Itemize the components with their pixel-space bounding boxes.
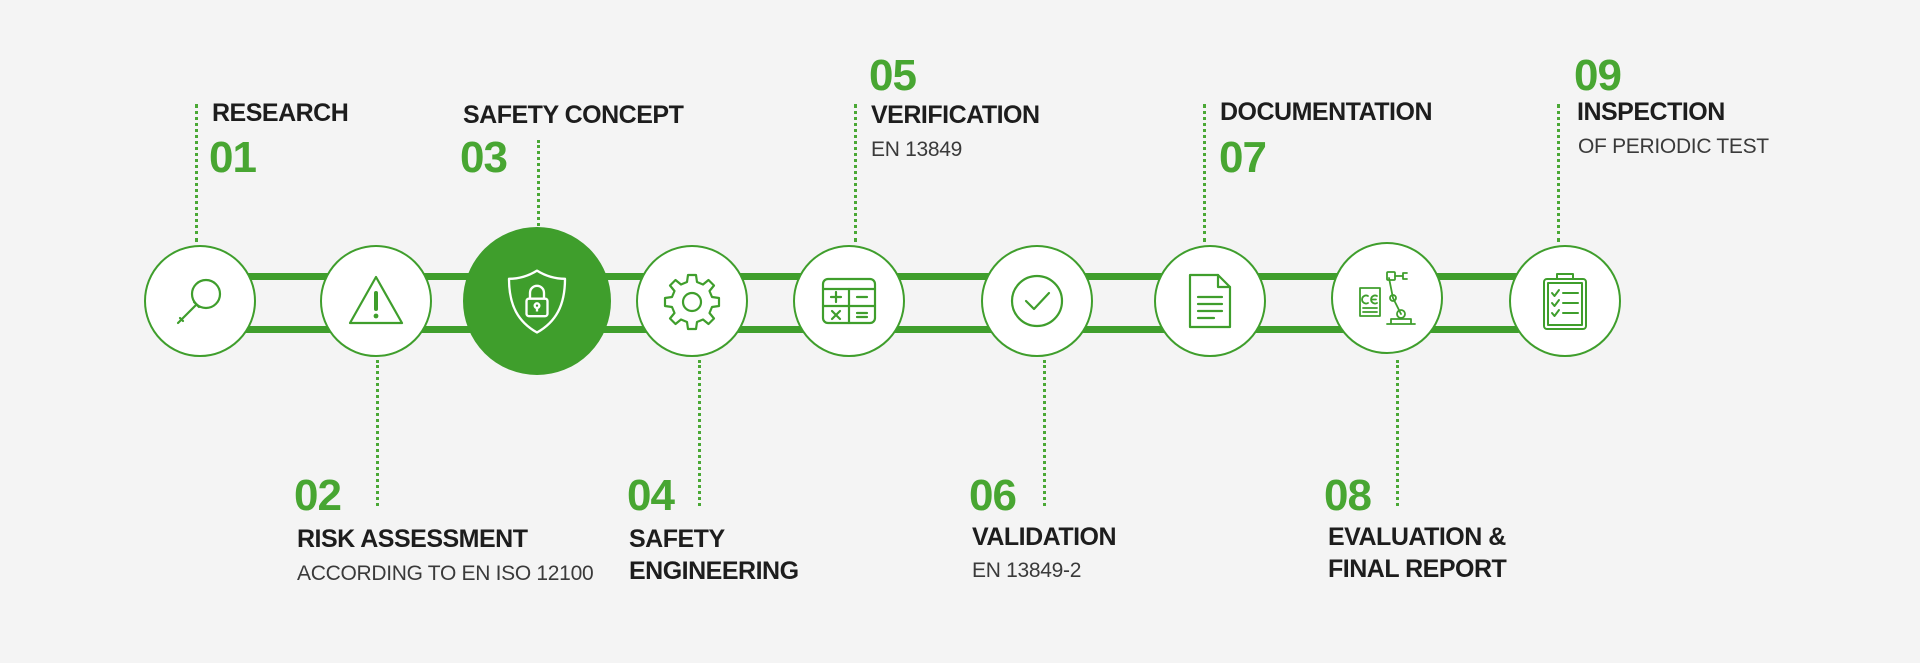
step-07-number: 07 <box>1219 133 1267 182</box>
step-03-number: 03 <box>460 133 508 182</box>
step-01-title: RESEARCH <box>212 99 349 127</box>
connector-02 <box>376 360 379 506</box>
step-03-title: SAFETY CONCEPT <box>463 101 684 129</box>
step-05-node <box>793 245 905 357</box>
connector-09 <box>1557 104 1560 242</box>
document-icon <box>1188 273 1232 329</box>
step-01-node <box>144 245 256 357</box>
step-07-title: DOCUMENTATION <box>1220 98 1433 126</box>
clipboard-checklist-icon <box>1543 273 1587 330</box>
step-08-title-line1: EVALUATION & <box>1328 523 1506 551</box>
connector-06 <box>1043 360 1046 506</box>
step-05-title: VERIFICATION <box>871 101 1040 129</box>
step-08-number: 08 <box>1324 471 1372 520</box>
step-05-subtitle: EN 13849 <box>871 138 963 161</box>
warning-icon <box>348 275 404 325</box>
step-06-subtitle: EN 13849-2 <box>972 559 1082 582</box>
step-04-title-line2: ENGINEERING <box>629 557 799 585</box>
gear-icon <box>663 273 721 331</box>
step-02-subtitle: ACCORDING TO EN ISO 12100 <box>297 562 594 585</box>
step-08-node <box>1331 242 1443 354</box>
step-04-number: 04 <box>627 471 675 520</box>
magnifier-icon <box>176 278 222 325</box>
checkmark-icon <box>1010 274 1064 328</box>
connector-03 <box>537 140 540 226</box>
step-04-title-line1: SAFETY <box>629 525 725 553</box>
step-02-node <box>320 245 432 357</box>
step-06-node <box>981 245 1093 357</box>
step-06-number: 06 <box>969 471 1017 520</box>
connector-08 <box>1396 360 1399 506</box>
connector-04 <box>698 360 701 506</box>
connector-05 <box>854 104 857 242</box>
step-06-title: VALIDATION <box>972 523 1117 551</box>
step-02-title: RISK ASSESSMENT <box>297 525 528 553</box>
step-05-number: 05 <box>869 51 917 100</box>
shield-lock-icon <box>507 269 567 334</box>
ce-robot-arm-icon <box>1359 271 1416 325</box>
connector-01 <box>195 104 198 242</box>
step-09-number: 09 <box>1574 51 1622 100</box>
calculator-icon <box>821 277 877 325</box>
step-09-subtitle: OF PERIODIC TEST <box>1578 135 1769 158</box>
step-09-title: INSPECTION <box>1577 98 1725 126</box>
connector-07 <box>1203 104 1206 242</box>
step-07-node <box>1154 245 1266 357</box>
step-01-number: 01 <box>209 133 257 182</box>
step-08-title-line2: FINAL REPORT <box>1328 555 1507 583</box>
step-03-node <box>463 227 611 375</box>
step-09-node <box>1509 245 1621 357</box>
step-04-node <box>636 245 748 357</box>
step-02-number: 02 <box>294 471 342 520</box>
